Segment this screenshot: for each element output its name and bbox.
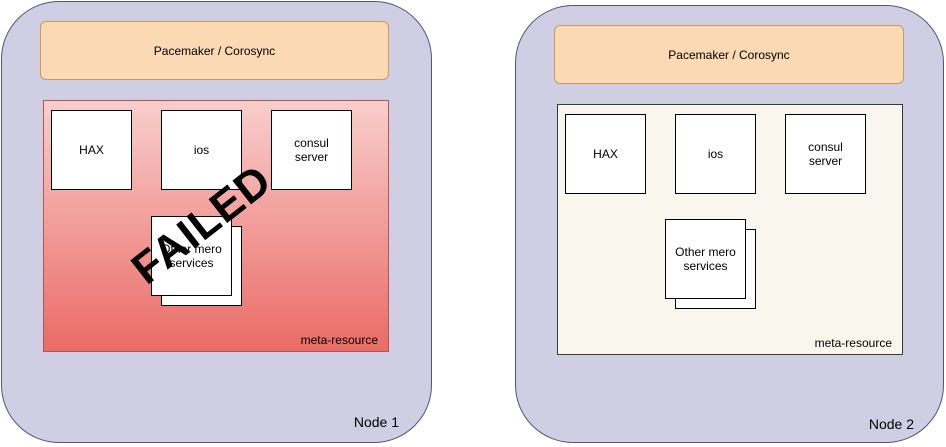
node-2-meta-resource-label: meta-resource [814, 336, 892, 350]
node-2-hax-label: HAX [593, 147, 618, 161]
node-2-ios-box: ios [675, 114, 756, 194]
node-1-meta-resource-label: meta-resource [300, 333, 378, 347]
node-2-consul-server-label: consul server [808, 140, 843, 168]
node-1-pacemaker-corosync: Pacemaker / Corosync [40, 21, 389, 80]
node-1-consul-server-box: consul server [271, 110, 352, 190]
node-2-other-services-label: Other mero services [675, 245, 736, 273]
node-2-consul-server-box: consul server [785, 114, 866, 194]
node-2-label: Node 2 [868, 416, 914, 432]
node-1-hax-box: HAX [51, 110, 132, 190]
node-2-pacemaker-label: Pacemaker / Corosync [668, 47, 790, 62]
node-1-hax-label: HAX [79, 143, 104, 157]
node-1-pacemaker-label: Pacemaker / Corosync [153, 43, 276, 58]
node-2-ios-label: ios [707, 147, 724, 161]
node-1-other-services-label: Other mero services [161, 242, 222, 270]
node-1-ios-box: ios [161, 110, 242, 190]
node-2-pacemaker-corosync: Pacemaker / Corosync [554, 25, 904, 84]
node-1-ios-label: ios [193, 143, 210, 157]
node-2-other-services-box: Other mero services [665, 219, 746, 299]
node-1-other-services-box: Other mero services [151, 216, 232, 296]
node-1-consul-server-label: consul server [294, 136, 329, 164]
node-2-hax-box: HAX [565, 114, 646, 194]
node-1-label: Node 1 [353, 414, 399, 430]
